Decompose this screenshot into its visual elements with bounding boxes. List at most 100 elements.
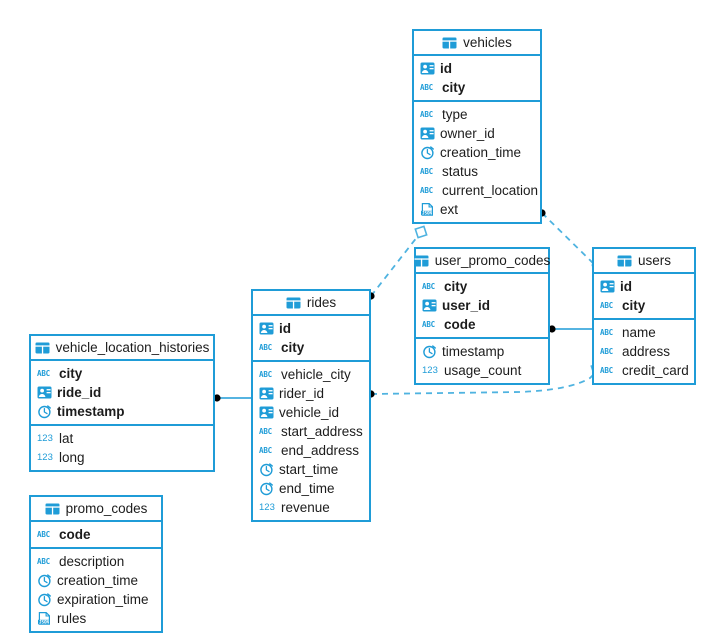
column-field[interactable]: end_time <box>253 479 369 498</box>
column-field[interactable]: 123 long <box>31 448 213 467</box>
clock-icon <box>420 145 435 160</box>
123-icon: 123 <box>37 451 53 463</box>
abc-icon: ABC <box>259 445 272 455</box>
entity-title: user_promo_codes <box>434 252 551 268</box>
field-label: expiration_time <box>57 591 149 607</box>
entity-header-vehicles[interactable]: vehicles <box>414 31 540 56</box>
abc-icon: ABC <box>259 342 272 352</box>
column-field[interactable]: start_time <box>253 460 369 479</box>
id-badge-icon <box>259 386 274 401</box>
primary-key-field[interactable]: id <box>594 277 694 296</box>
field-label: code <box>444 316 476 332</box>
field-label: address <box>622 343 671 359</box>
field-label: creation_time <box>57 572 139 588</box>
column-field[interactable]: expiration_time <box>31 590 161 609</box>
entity-header-users[interactable]: users <box>594 249 694 274</box>
field-label: end_time <box>279 480 335 496</box>
column-field[interactable]: creation_time <box>31 571 161 590</box>
column-field[interactable]: timestamp <box>416 342 548 361</box>
field-label: code <box>59 526 91 542</box>
table-icon <box>286 295 301 310</box>
abc-icon: ABC <box>259 426 272 436</box>
id-badge-icon <box>420 126 435 141</box>
primary-key-field[interactable]: timestamp <box>31 402 213 421</box>
abc-icon: ABC <box>37 556 50 566</box>
entity-header-promo_codes[interactable]: promo_codes <box>31 497 161 522</box>
entity-header-user_promo_codes[interactable]: user_promo_codes <box>414 249 551 274</box>
field-label: revenue <box>281 499 330 515</box>
abc-icon: ABC <box>600 365 613 375</box>
table-icon <box>45 501 60 516</box>
abc-icon: ABC <box>600 300 613 310</box>
column-field[interactable]: vehicle_id <box>253 403 369 422</box>
id-badge-icon <box>259 321 274 336</box>
column-field[interactable]: ABC credit_card <box>594 361 694 380</box>
table-icon <box>617 253 632 268</box>
field-label: end_address <box>281 442 360 458</box>
id-badge-icon <box>420 61 435 76</box>
123-icon: 123 <box>259 501 275 513</box>
field-label: credit_card <box>622 362 689 378</box>
column-field[interactable]: rider_id <box>253 384 369 403</box>
field-label: status <box>442 163 479 179</box>
column-field[interactable]: ABC end_address <box>253 441 369 460</box>
entity-header-vehicle_location_histories[interactable]: vehicle_location_histories <box>31 336 213 361</box>
entity-header-rides[interactable]: rides <box>253 291 369 316</box>
clock-icon <box>37 573 52 588</box>
table-icon <box>35 340 50 355</box>
column-field[interactable]: JSON ext <box>414 200 540 219</box>
field-label: id <box>279 320 291 336</box>
primary-key-field[interactable]: ride_id <box>31 383 213 402</box>
entity-title: vehicles <box>463 34 512 50</box>
field-label: long <box>59 449 85 465</box>
relationship-vehicle_location_histories-to-rides[interactable] <box>213 394 251 402</box>
entity-title: users <box>637 252 671 268</box>
column-field[interactable]: owner_id <box>414 124 540 143</box>
entity-title: rides <box>306 294 337 310</box>
table-icon <box>414 253 429 268</box>
entity-title: promo_codes <box>65 500 148 516</box>
field-label: city <box>59 365 83 381</box>
column-field[interactable]: 123 revenue <box>253 498 369 517</box>
field-label: id <box>620 278 632 294</box>
json-icon: JSON <box>420 202 435 217</box>
relationship-target-marker <box>414 225 428 239</box>
primary-key-field[interactable]: user_id <box>416 296 548 315</box>
id-badge-icon <box>259 405 274 420</box>
column-field[interactable]: creation_time <box>414 143 540 162</box>
relationship-user_promo_codes-to-users[interactable] <box>548 325 592 333</box>
field-label: ext <box>440 201 459 217</box>
primary-key-field[interactable]: id <box>253 319 369 338</box>
primary-key-field[interactable]: id <box>414 59 540 78</box>
